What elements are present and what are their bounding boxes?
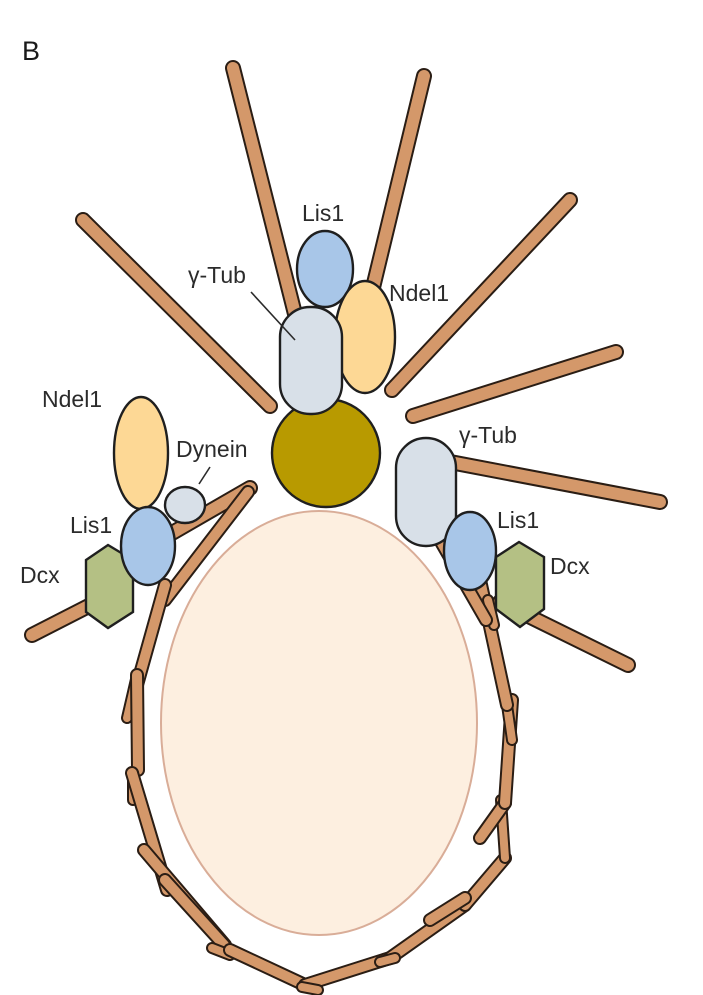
label-lis1-top: Lis1 xyxy=(302,200,344,226)
label-ndel1-left: Ndel1 xyxy=(42,386,102,412)
cage-segment xyxy=(374,952,401,968)
nucleus xyxy=(160,510,478,936)
cage-segment xyxy=(223,943,312,992)
label-lis1-right: Lis1 xyxy=(497,507,539,533)
gamma-tub-top xyxy=(278,305,344,416)
cage-segment xyxy=(296,981,324,995)
cage-segment xyxy=(482,594,500,631)
lis1-left xyxy=(119,505,177,587)
lis1-top xyxy=(295,229,355,309)
microtubule-top-right xyxy=(362,68,432,308)
microtubule-right-diagonal xyxy=(384,192,578,398)
microtubule-right-short xyxy=(405,344,624,424)
microtubule-left-diagonal xyxy=(75,212,278,414)
lis1-right xyxy=(442,510,498,592)
label-gamma-tub-top: γ-Tub xyxy=(188,262,246,288)
microtubule-right-horizontal xyxy=(442,454,668,510)
cage-segment xyxy=(158,873,231,952)
dynein-left xyxy=(163,485,207,525)
dcx-right xyxy=(494,540,546,629)
ndel1-top xyxy=(333,279,397,395)
label-ndel1-top: Ndel1 xyxy=(389,280,449,306)
perinuclear-microtubule-cage xyxy=(121,485,519,995)
gamma-tub-right xyxy=(394,436,458,548)
cage-segment xyxy=(423,891,472,927)
label-dcx-right: Dcx xyxy=(550,553,590,579)
label-dynein-left: Dynein xyxy=(176,436,248,462)
gamma-tub-top-leader xyxy=(250,291,296,341)
label-gamma-tub-right: γ-Tub xyxy=(459,422,517,448)
dynein-leader xyxy=(198,466,211,485)
label-lis1-left: Lis1 xyxy=(70,512,112,538)
label-dcx-left: Dcx xyxy=(20,562,60,588)
cage-segment xyxy=(158,485,255,607)
astral-microtubules xyxy=(24,60,668,673)
cage-segment xyxy=(130,668,145,777)
cage-segment xyxy=(130,578,172,692)
ndel1-left xyxy=(112,395,170,511)
cage-segment xyxy=(473,796,512,845)
microtubule-top-left-long xyxy=(225,60,304,326)
centrosome xyxy=(270,397,382,509)
microtubule-left-upper xyxy=(152,480,258,548)
panel-label: B xyxy=(22,36,40,66)
